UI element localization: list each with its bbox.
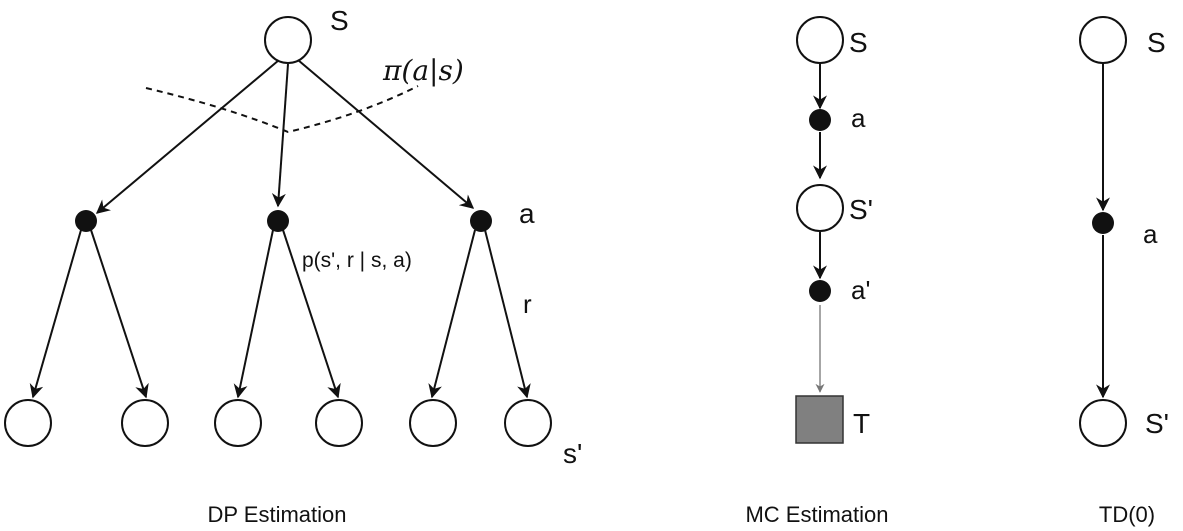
mc-terminal-node	[795, 395, 844, 444]
dp-diagram: S π(a|s) a p(s', r | s, a) r s' DP Estim…	[4, 5, 582, 527]
dp-transition-label: p(s', r | s, a)	[302, 249, 412, 272]
edge-root-to-action-3	[297, 59, 475, 209]
edge-action-2-to-state-4	[282, 229, 341, 399]
edge-root-to-action-2	[271, 63, 289, 208]
dp-next-state-node-1	[4, 399, 52, 447]
dp-next-state-node-3	[214, 399, 262, 447]
edge-action-3-to-state-6	[484, 229, 531, 399]
mc-action-node	[809, 109, 831, 131]
mc-next-state-label: S'	[849, 194, 873, 225]
edge-action-1-to-state-1	[29, 229, 82, 399]
dp-root-state-node	[264, 16, 312, 64]
mc-next-action-node	[809, 280, 831, 302]
mc-next-state-node	[796, 184, 844, 232]
dp-action-node-2	[267, 210, 289, 232]
dp-caption: DP Estimation	[208, 502, 347, 527]
td-next-state-label: S'	[1145, 408, 1169, 439]
td-next-state-node	[1079, 399, 1127, 447]
policy-dashed-curve	[145, 85, 419, 134]
mc-action-label: a	[851, 103, 866, 133]
mc-state-label: S	[849, 27, 868, 58]
edge-action-3-to-state-5	[428, 229, 476, 399]
mc-terminal-label: T	[853, 408, 870, 439]
dp-next-state-node-2	[121, 399, 169, 447]
dp-action-node-1	[75, 210, 97, 232]
dp-next-state-node-5	[409, 399, 457, 447]
dp-next-state-label: s'	[563, 438, 582, 469]
edge-action-2-to-state-3	[233, 229, 274, 399]
td-action-node	[1092, 212, 1114, 234]
td-state-label: S	[1147, 27, 1166, 58]
dp-reward-label: r	[523, 289, 532, 319]
mc-state-node	[796, 16, 844, 64]
edge-root-to-action-1	[95, 59, 280, 214]
dp-action-label: a	[519, 198, 535, 229]
td-action-label: a	[1143, 219, 1158, 249]
td-caption: TD(0)	[1099, 502, 1155, 527]
td-state-node	[1079, 16, 1127, 64]
dp-root-label: S	[330, 5, 349, 36]
mc-diagram: S a S' a' T MC Estimation	[745, 16, 889, 527]
dp-action-node-3	[470, 210, 492, 232]
edge-action-1-to-state-2	[90, 229, 149, 399]
dp-next-state-node-4	[315, 399, 363, 447]
td-diagram: S a S' TD(0)	[1079, 16, 1169, 527]
dp-next-state-node-6	[504, 399, 552, 447]
dp-policy-label: π(a|s)	[382, 54, 464, 87]
mc-caption: MC Estimation	[745, 502, 888, 527]
mc-next-action-label: a'	[851, 275, 870, 305]
